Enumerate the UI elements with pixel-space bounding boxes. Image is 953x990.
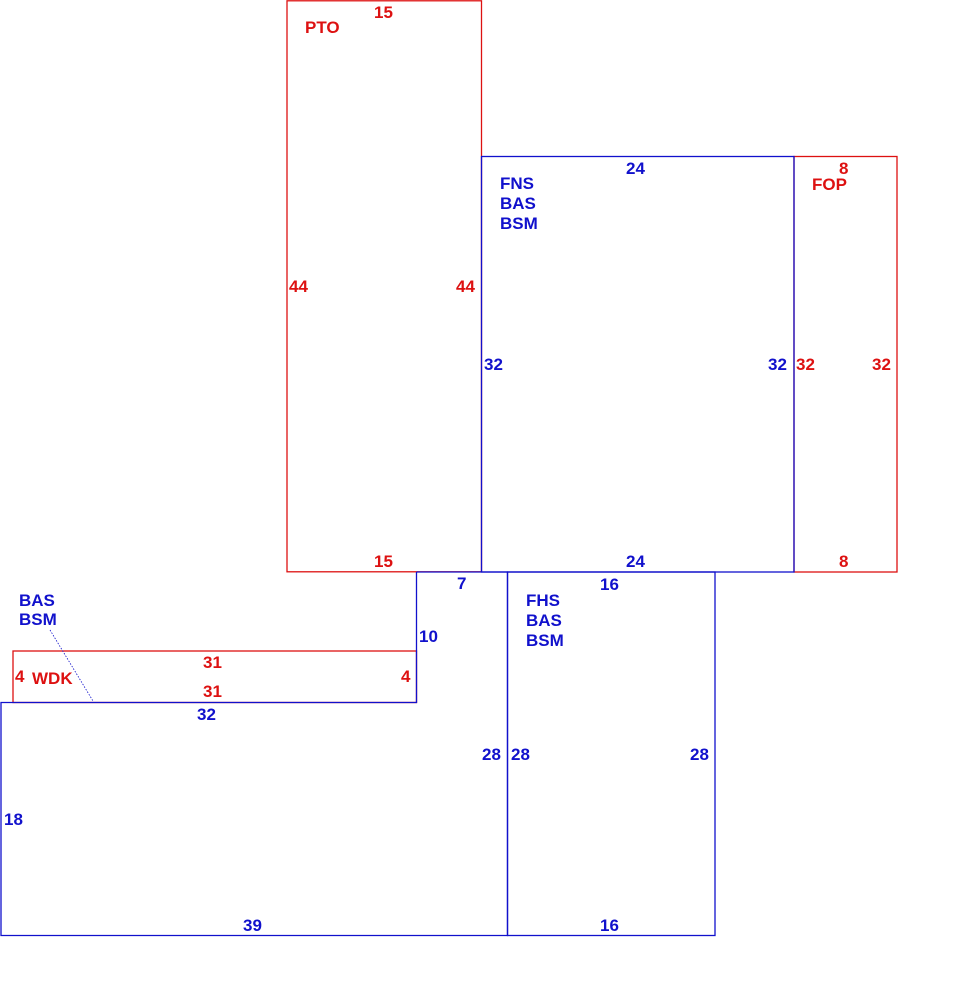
- pto-outline: [286, 0, 483, 573]
- bas-left-top-dimension: 32: [197, 705, 216, 724]
- area-pto: PTO 15 44 44 15: [286, 0, 483, 573]
- pto-right-dimension: 44: [456, 277, 475, 296]
- fhs-outline: [506, 571, 716, 937]
- area-wdk: WDK 31 31 4 4: [12, 650, 418, 704]
- bas-left-code-label: BAS: [19, 591, 55, 610]
- pto-left-dimension: 44: [289, 277, 308, 296]
- fhs-right-dimension: 28: [690, 745, 709, 764]
- fhs-left-dimension: 28: [511, 745, 530, 764]
- fhs-code-label: FHS: [526, 591, 560, 610]
- wdk-bottom-dimension: 31: [203, 682, 222, 701]
- fhs-top-dimension: 16: [600, 575, 619, 594]
- area-fns: FNS BAS BSM 24 32 32 24: [480, 155, 795, 573]
- fns-right-dimension: 32: [768, 355, 787, 374]
- bas-left-left-dimension: 18: [4, 810, 23, 829]
- fhs-bottom-dimension: 16: [600, 916, 619, 935]
- wdk-left-dimension: 4: [15, 667, 25, 686]
- fop-left-dimension: 32: [796, 355, 815, 374]
- fhs-code-label: BSM: [526, 631, 564, 650]
- fhs-code-label: BAS: [526, 611, 562, 630]
- bas-left-code-label: BSM: [19, 610, 57, 629]
- pto-bottom-dimension: 15: [374, 552, 393, 571]
- fns-bottom-dimension: 24: [626, 552, 645, 571]
- fns-left-dimension: 32: [484, 355, 503, 374]
- bas-label-leader-line: [49, 629, 94, 702]
- pto-code-label: PTO: [305, 18, 340, 37]
- fns-code-label: BAS: [500, 194, 536, 213]
- fns-code-label: FNS: [500, 174, 534, 193]
- fns-top-dimension: 24: [626, 159, 645, 178]
- fop-top-dimension: 8: [839, 159, 848, 178]
- wdk-code-label: WDK: [32, 669, 73, 688]
- fns-code-label: BSM: [500, 214, 538, 233]
- area-bas-left: BAS BSM 7 10 32 18 28 39: [0, 571, 509, 937]
- wdk-right-dimension: 4: [401, 667, 411, 686]
- wdk-top-dimension: 31: [203, 653, 222, 672]
- fop-bottom-dimension: 8: [839, 552, 848, 571]
- bas-left-step-top-dimension: 7: [457, 574, 466, 593]
- bas-left-right-dimension: 28: [482, 745, 501, 764]
- bas-left-step-side-dimension: 10: [419, 627, 438, 646]
- pto-top-dimension: 15: [374, 3, 393, 22]
- area-fhs: FHS BAS BSM 16 28 28 16: [506, 571, 716, 937]
- fop-code-label: FOP: [812, 175, 847, 194]
- area-fop: FOP 8 32 32 8: [793, 155, 898, 573]
- fop-right-dimension: 32: [872, 355, 891, 374]
- bas-left-bottom-dimension: 39: [243, 916, 262, 935]
